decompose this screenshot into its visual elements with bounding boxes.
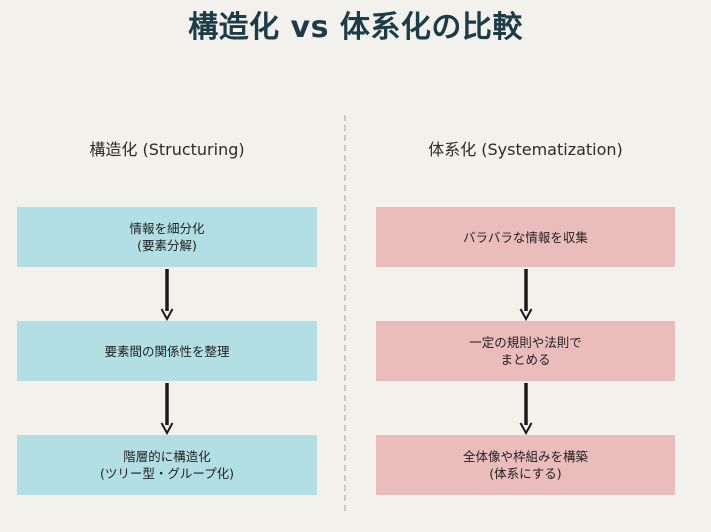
page-title: 構造化 vs 体系化の比較 [188, 10, 523, 45]
column-heading-structuring: 構造化 (Structuring) [89, 140, 245, 159]
flow-step-label: 一定の規則や法則で まとめる [469, 335, 582, 367]
flow-step-box[interactable]: 要素間の関係性を整理 [17, 321, 317, 381]
column-heading-systematization: 体系化 (Systematization) [428, 140, 623, 159]
down-arrow-icon [157, 267, 177, 321]
flow-step-label: 全体像や枠組みを構築 (体系にする) [462, 449, 588, 481]
down-arrow-icon [516, 267, 536, 321]
column-divider [344, 115, 346, 511]
flow-step-label: 階層的に構造化 (ツリー型・グループ化) [99, 449, 234, 481]
down-arrow-icon [157, 381, 177, 435]
flow-step-box[interactable]: 一定の規則や法則で まとめる [376, 321, 675, 381]
flow-step-box[interactable]: 全体像や枠組みを構築 (体系にする) [376, 435, 675, 495]
flow-step-label: 要素間の関係性を整理 [104, 343, 230, 359]
flow-step-box[interactable]: バラバラな情報を収集 [376, 207, 675, 267]
flow-step-box[interactable]: 情報を細分化 (要素分解) [17, 207, 317, 267]
down-arrow-icon [516, 381, 536, 435]
flow-step-label: バラバラな情報を収集 [463, 229, 588, 245]
flow-step-label: 情報を細分化 (要素分解) [129, 221, 205, 253]
flow-step-box[interactable]: 階層的に構造化 (ツリー型・グループ化) [17, 435, 317, 495]
